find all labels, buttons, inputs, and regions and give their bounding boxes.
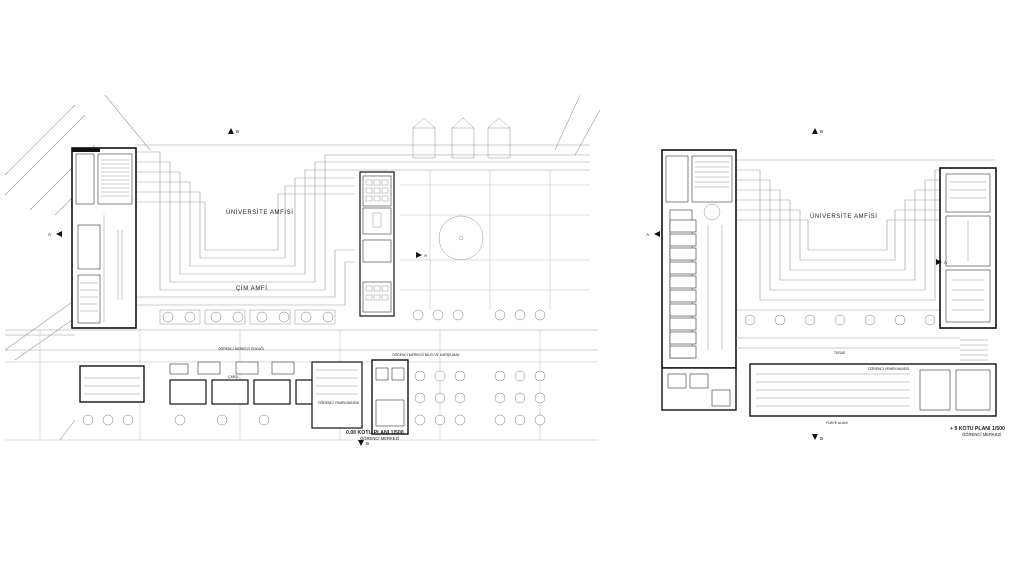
left-floor-plan: A A B B ÜNİVERSİTE AMFİSİ ÇİM AMFİ ÖĞREN… (4, 94, 601, 446)
right-section-b-south: B (820, 436, 823, 441)
right-terrace (736, 314, 988, 361)
left-plaza (400, 170, 590, 310)
left-grass-amphi-label: ÇİM AMFİ (236, 285, 267, 292)
right-amphitheatre-steps (735, 159, 995, 311)
left-street-label: ÖĞRENCİ MERKEZİ SOKAĞI (218, 346, 264, 351)
right-section-a-east: A (944, 260, 948, 265)
left-lower-trees (82, 370, 546, 426)
right-floor-plan: A A B B ÜNİVERSİTE AMFİSİ TERAS ÖĞRENCİ … (646, 128, 1005, 441)
left-top-blocks (412, 117, 511, 159)
right-terrace-label: TERAS (834, 351, 846, 355)
right-west-building (661, 149, 737, 369)
left-west-building (71, 147, 137, 329)
right-foyer-label: FUAYE ALANI (826, 421, 848, 425)
left-plan-title: 0.00 KOTU PLANI 1/500 (346, 430, 404, 436)
left-section-a-west: A (48, 232, 52, 237)
right-amphi-label: ÜNİVERSİTE AMFİSİ (810, 213, 878, 220)
auditorium-seating (101, 159, 129, 197)
right-section-b-north: B (820, 129, 823, 134)
right-section-markers: A A B B (646, 128, 948, 441)
left-lower-shops (79, 359, 409, 435)
left-amphi-label: ÜNİVERSİTE AMFİSİ (226, 209, 294, 216)
right-dining-hall (661, 363, 997, 417)
left-section-b-north: B (236, 129, 239, 134)
right-plan-subtitle: ÖĞRENCİ MERKEZİ (962, 432, 1001, 437)
left-central-building (359, 171, 395, 317)
right-plan-title: + 5 KOTU PLANI 1/500 (950, 426, 1005, 432)
left-section-a-east: A (424, 253, 428, 258)
right-section-a-west: A (646, 232, 650, 237)
left-section-b-south: B (366, 441, 369, 446)
left-street-band (5, 329, 598, 441)
left-planter-row (159, 309, 546, 325)
left-plan-subtitle: ÖĞRENCİ MERKEZİ (360, 436, 399, 441)
left-amphitheatre-steps (135, 144, 590, 306)
right-dining-label: ÖĞRENCİ YEMEKHANESİ (868, 366, 909, 371)
left-site-context-lines (4, 94, 601, 441)
left-section-markers: A A B B (48, 128, 428, 446)
right-east-building (939, 167, 997, 329)
left-info-label: ÖĞRENCİ MERKEZİ BİLGİ VE KARŞILAMA (392, 352, 460, 357)
left-dining-label: ÖĞRENCİ YEMEKHANESİ (318, 400, 359, 405)
left-market-label: ÇARŞI (228, 375, 238, 379)
